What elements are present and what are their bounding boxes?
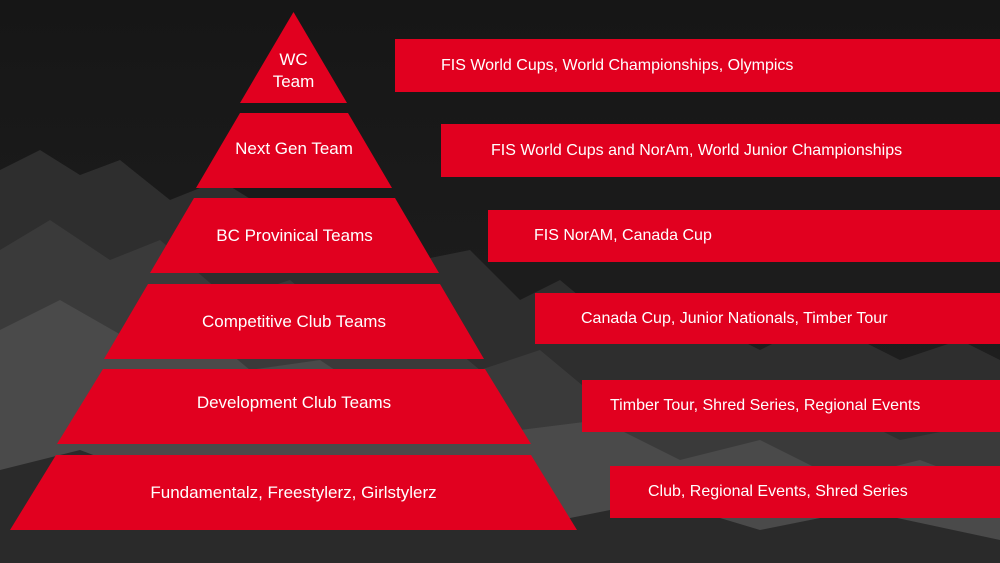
pyramid-tier-development-club: Development Club Teams [57, 369, 531, 444]
pyramid-tier-competitive-club: Competitive Club Teams [104, 284, 484, 359]
competition-bar-next-gen: FIS World Cups and NorAm, World Junior C… [441, 124, 1000, 177]
competition-bar-competitive-club: Canada Cup, Junior Nationals, Timber Tou… [535, 293, 1000, 344]
competition-bar-development-club: Timber Tour, Shred Series, Regional Even… [582, 380, 1000, 432]
pyramid-tier-fundamentalz: Fundamentalz, Freestylerz, Girlstylerz [10, 455, 577, 530]
competition-bar-bc-provincial: FIS NorAM, Canada Cup [488, 210, 1000, 262]
competition-label: Canada Cup, Junior Nationals, Timber Tou… [581, 309, 888, 327]
tier-label: Development Club Teams [196, 392, 392, 412]
pyramid-tier-bc-provincial: BC Provinical Teams [150, 198, 439, 273]
competition-label: Club, Regional Events, Shred Series [648, 483, 908, 500]
competition-bar-wc: FIS World Cups, World Championships, Oly… [395, 39, 1000, 92]
tier-label: BC Provinical Teams [216, 225, 373, 245]
tier-label: Next Gen Team [235, 138, 353, 158]
competition-bar-fundamentalz: Club, Regional Events, Shred Series [610, 466, 1000, 518]
competition-label: FIS NorAM, Canada Cup [534, 227, 712, 244]
competition-label: Timber Tour, Shred Series, Regional Even… [610, 397, 921, 414]
competition-label: FIS World Cups, World Championships, Oly… [441, 56, 794, 74]
tier-label: Fundamentalz, Freestylerz, Girlstylerz [150, 482, 437, 502]
tier-label: WC [279, 49, 308, 69]
tier-label: Team [272, 71, 315, 91]
competition-label: FIS World Cups and NorAm, World Junior C… [491, 141, 903, 159]
tier-label: Competitive Club Teams [202, 311, 386, 331]
